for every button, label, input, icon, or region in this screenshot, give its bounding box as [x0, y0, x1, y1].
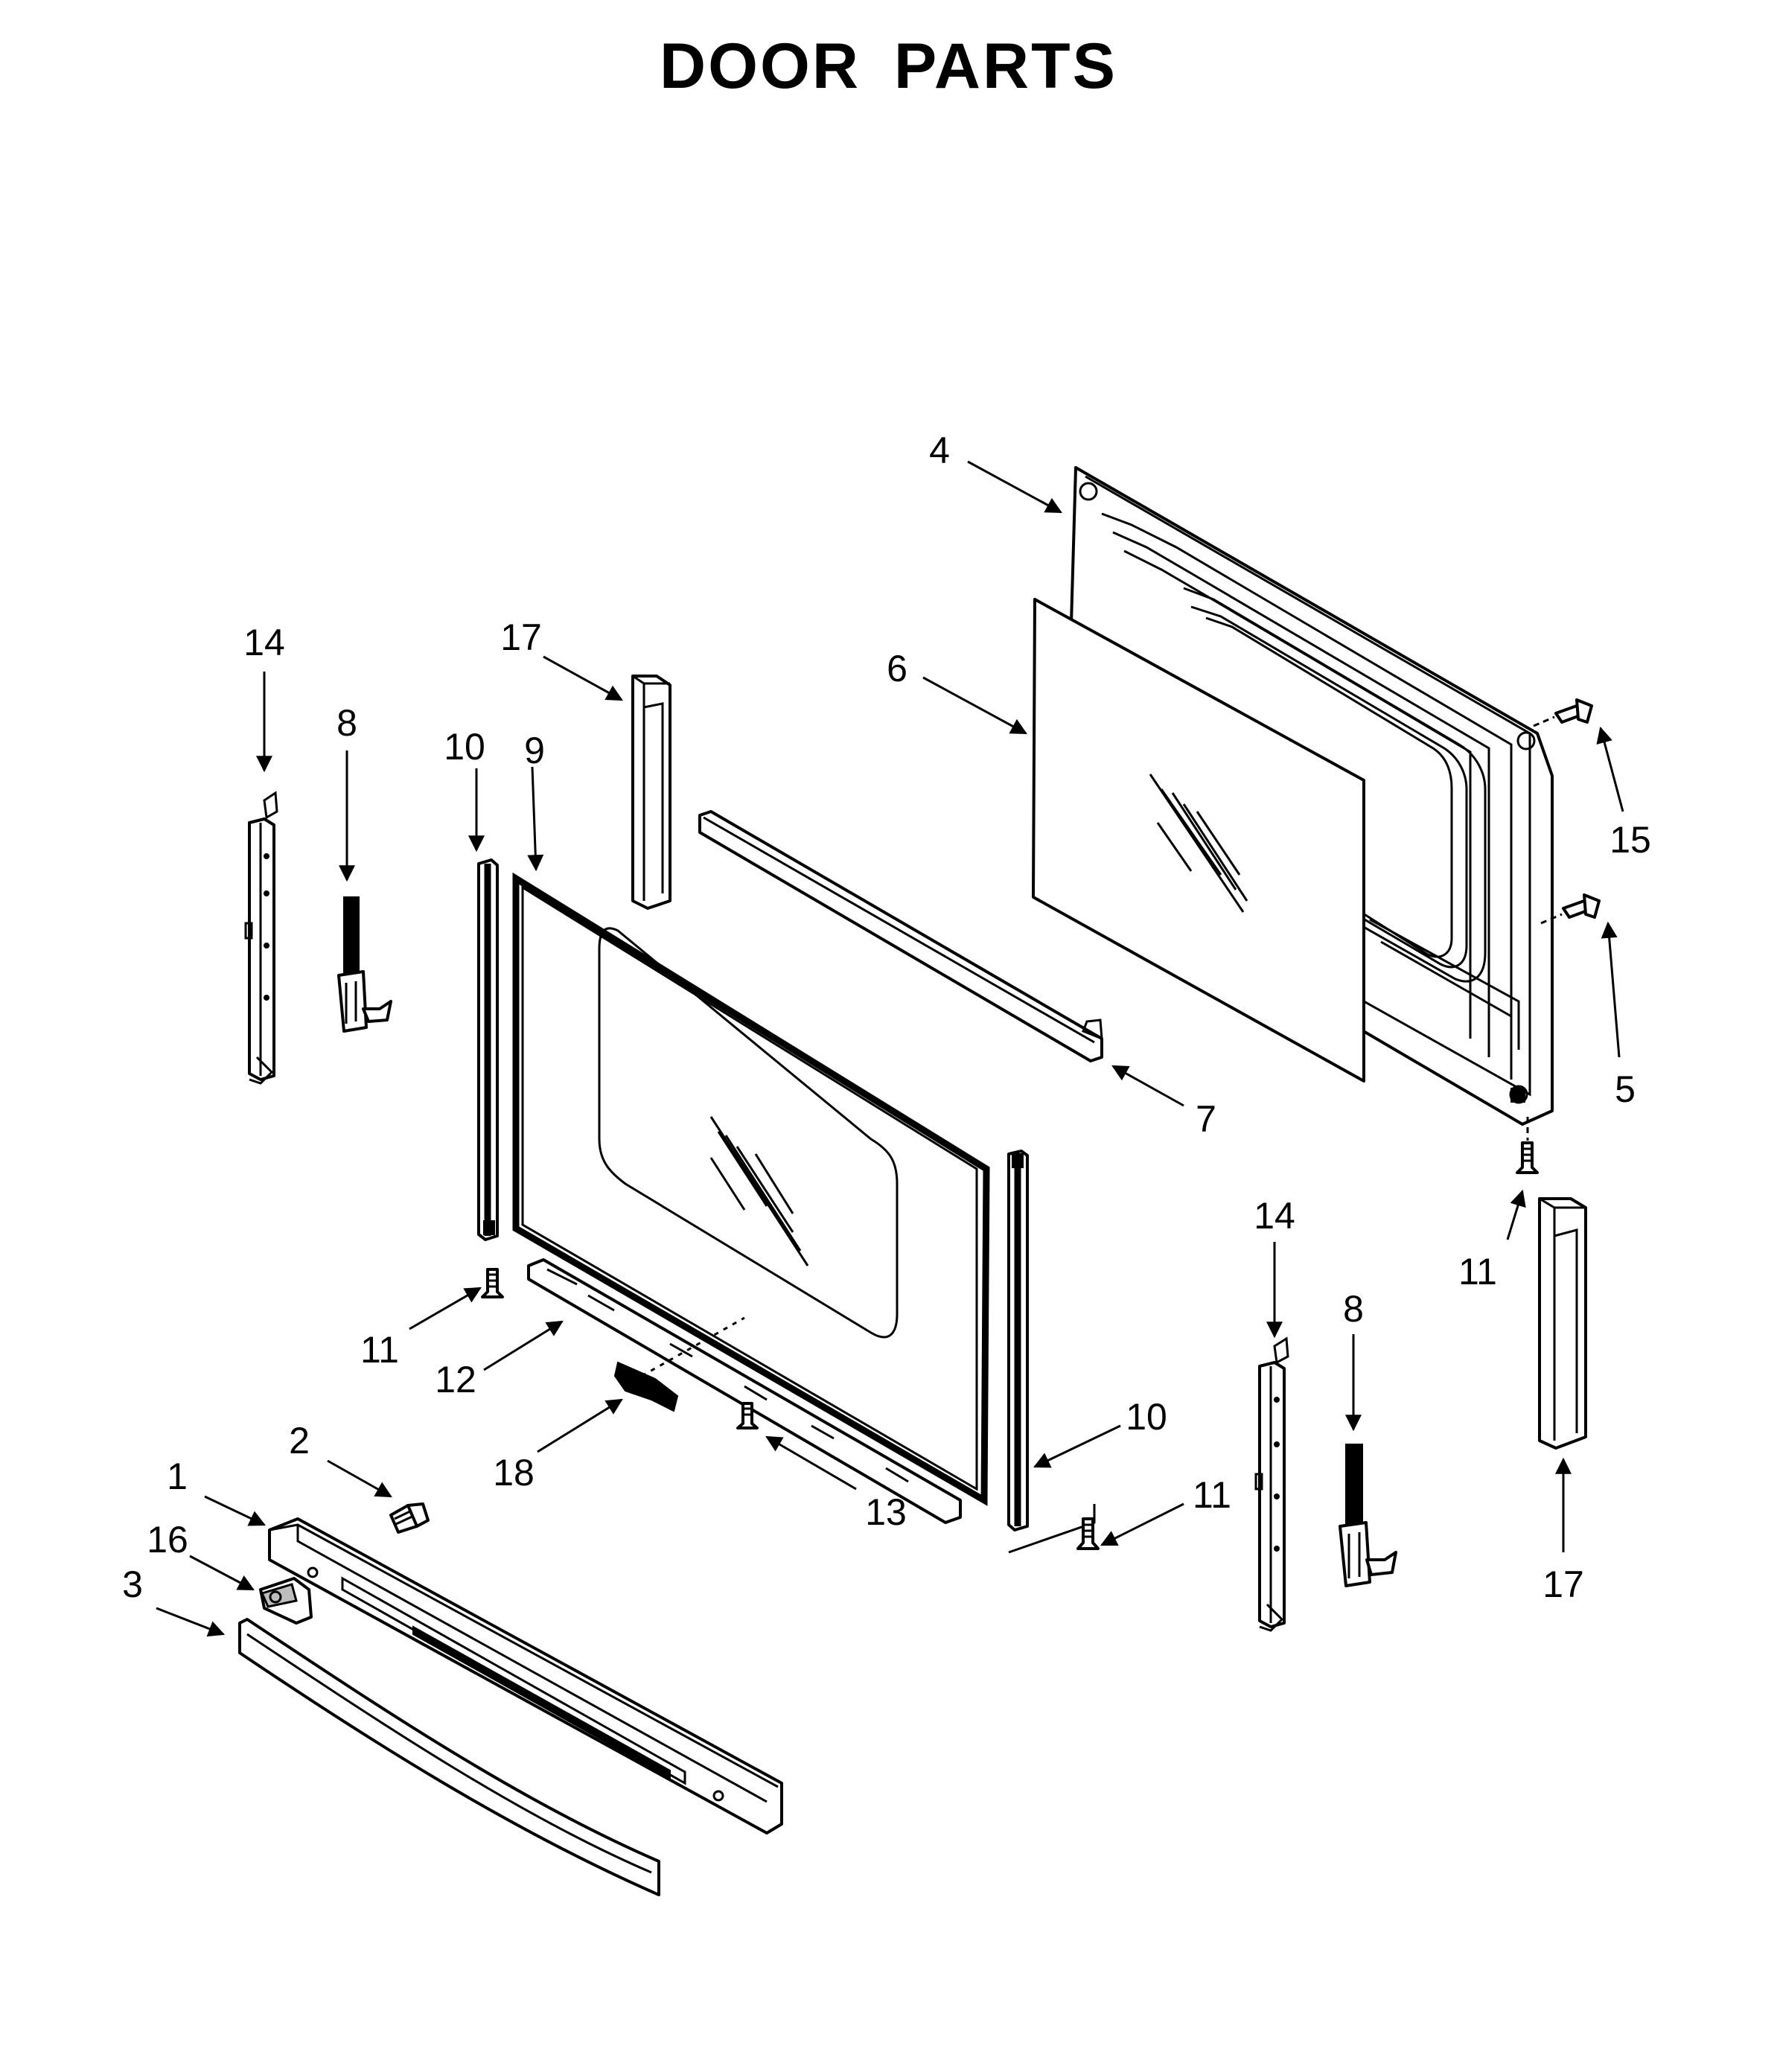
callout-12: 12: [435, 1359, 476, 1400]
door-spacer-top: [631, 675, 671, 910]
door-bottom-trim: [268, 1517, 783, 1834]
callout-13: 13: [865, 1491, 907, 1533]
page-title: DOOR PARTS: [660, 31, 1117, 102]
callout-7: 7: [1196, 1098, 1216, 1140]
callout-8-left: 8: [336, 702, 357, 744]
callout-17-bottom: 17: [1542, 1563, 1584, 1605]
callout-11-right: 11: [1193, 1474, 1231, 1516]
inner-glass-panel: [1032, 598, 1365, 1083]
callout-11-top-right: 11: [1458, 1251, 1497, 1292]
bottom-door-trim: [527, 1258, 962, 1524]
handle-end-cap: [259, 1577, 313, 1625]
side-trim-left: [477, 858, 499, 1241]
hinge-receiver-left: [244, 791, 278, 1085]
callout-16: 16: [147, 1519, 188, 1561]
callout-1: 1: [167, 1456, 188, 1497]
door-spacer-bottom: [1538, 1197, 1587, 1450]
top-rail-vent: [698, 810, 1103, 1062]
door-handle: [238, 1618, 660, 1896]
callout-10-right: 10: [1126, 1396, 1167, 1438]
hinge-right: [1339, 1444, 1397, 1587]
callout-labels: 4 6 15 5 7 11 14 8 17 10 9 11 12 18 13 1…: [122, 430, 1651, 1605]
hinge-left: [337, 896, 392, 1033]
side-trim-right: [1007, 1150, 1096, 1554]
callout-15: 15: [1609, 819, 1651, 861]
callout-leaders: [156, 460, 1624, 1637]
callout-5: 5: [1615, 1068, 1636, 1110]
screw-13: [736, 1402, 759, 1429]
screw-2: [389, 1502, 430, 1534]
callout-6: 6: [887, 648, 907, 689]
outer-door-glass: [512, 872, 990, 1506]
screw-15: [1533, 698, 1593, 727]
callout-17-top: 17: [500, 616, 542, 658]
screw-5: [1540, 893, 1601, 925]
screw-11-top-right: [1516, 1117, 1539, 1174]
callout-9: 9: [524, 730, 545, 771]
logo-badge: [613, 1316, 745, 1412]
hinge-receiver-right: [1254, 1336, 1289, 1632]
callout-14-right: 14: [1254, 1195, 1295, 1237]
callout-3: 3: [122, 1563, 143, 1605]
callout-10-left: 10: [444, 726, 485, 768]
callout-2: 2: [289, 1420, 310, 1461]
callout-4: 4: [929, 430, 950, 471]
callout-8-right: 8: [1343, 1288, 1364, 1330]
callout-14-left: 14: [243, 622, 285, 663]
callout-11-left: 11: [360, 1329, 399, 1371]
callout-18: 18: [493, 1452, 535, 1494]
screw-11-left: [481, 1268, 504, 1298]
screw-11-right-bottom: [1076, 1517, 1100, 1550]
